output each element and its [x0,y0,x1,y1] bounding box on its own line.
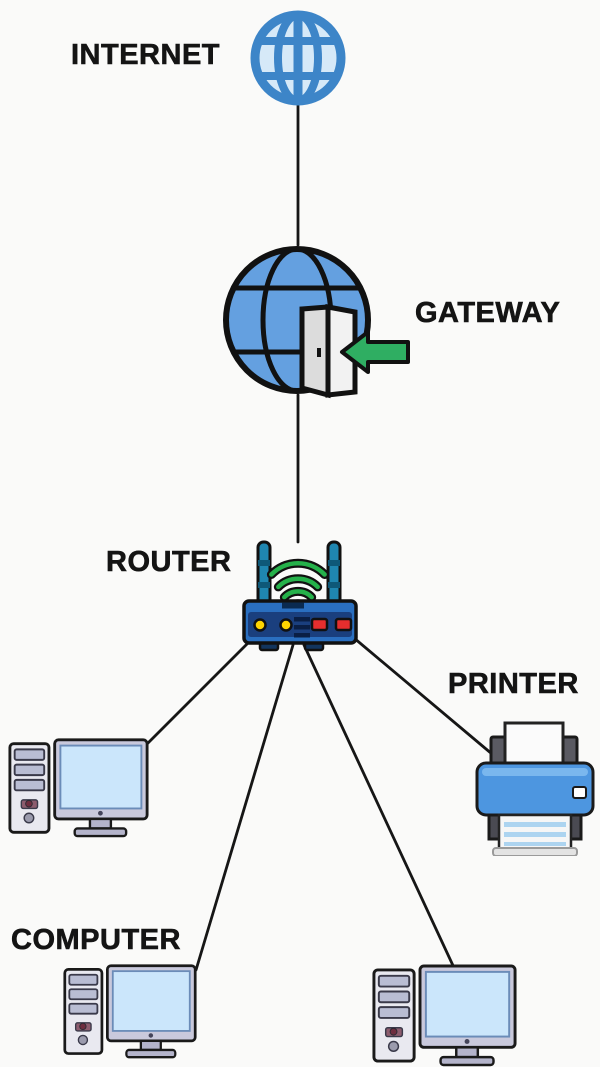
green-arrow-icon [340,330,410,374]
gateway-label: GATEWAY [415,297,561,329]
connection-line-router-printer [352,636,494,756]
desktop-computer-icon [63,964,197,1059]
desktop-computer-icon [372,964,517,1067]
desktop-computer-icon [8,738,149,838]
printer-icon [475,721,595,856]
router-led-red [310,617,329,632]
computer-label: COMPUTER [11,924,181,956]
wireless-router-icon [242,540,358,652]
connection-line-router-computer-left [145,638,253,746]
gateway-globe-door-icon [223,246,410,399]
connection-line-router-computer-bottom-left [194,643,295,972]
router-led-red [334,617,353,632]
router-led-yellow [253,618,267,632]
internet-label: INTERNET [71,39,220,71]
router-label: ROUTER [106,546,232,578]
router-led-yellow [279,618,293,632]
internet-globe-icon [250,10,346,106]
printer-label: PRINTER [448,668,579,700]
connection-line-router-computer-bottom-right [302,643,458,974]
door-icon [299,303,358,399]
